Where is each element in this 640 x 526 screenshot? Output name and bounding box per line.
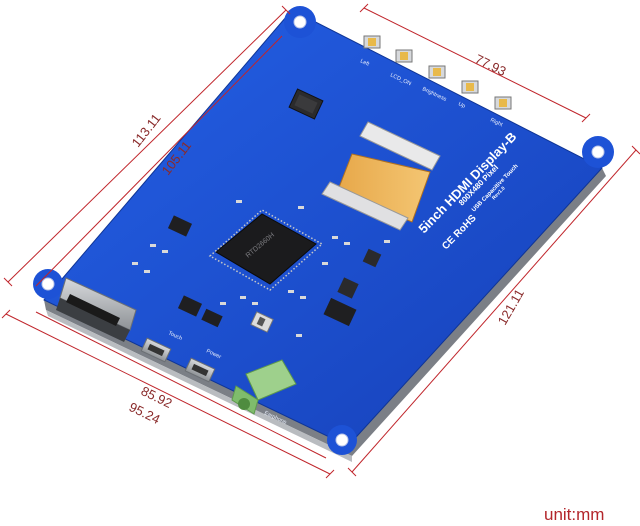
unit-label: unit:mm: [544, 505, 604, 524]
fpc-connector: [321, 121, 441, 231]
small-ic-3: [201, 308, 223, 328]
button-brightness: [428, 65, 446, 79]
button-left: [363, 35, 381, 49]
usb-power-port: [184, 357, 216, 383]
display-edge: [44, 168, 606, 462]
button-lcd-on: [395, 49, 413, 63]
button-label-left: Left: [359, 58, 370, 68]
button-right: [494, 96, 512, 110]
small-ic-2: [177, 295, 203, 317]
small-ic-6: [362, 248, 382, 268]
small-ic-5: [337, 277, 359, 299]
button-row: Left LCD_ON Brightness Up Right: [359, 35, 512, 128]
small-ic-1: [167, 215, 193, 237]
usb-touch-port: [140, 337, 172, 363]
button-label-up: Up: [457, 101, 466, 109]
inductor: [288, 88, 324, 120]
button-label-right: Right: [489, 117, 504, 128]
passive-components: [132, 200, 390, 337]
dim-outer-height: 113.11: [129, 111, 164, 150]
button-up: [461, 80, 479, 94]
small-ic-4: [323, 297, 357, 327]
earphone-jack: [231, 359, 297, 415]
port-label-touch: Touch: [167, 330, 183, 342]
hdmi-port: [56, 277, 137, 342]
dimension-lines: [1, 3, 640, 479]
switch: [250, 311, 274, 333]
controller-ic: RTD2660H: [208, 209, 324, 291]
dim-top-width: 77.93: [473, 51, 509, 79]
pcb-board: [33, 6, 614, 455]
